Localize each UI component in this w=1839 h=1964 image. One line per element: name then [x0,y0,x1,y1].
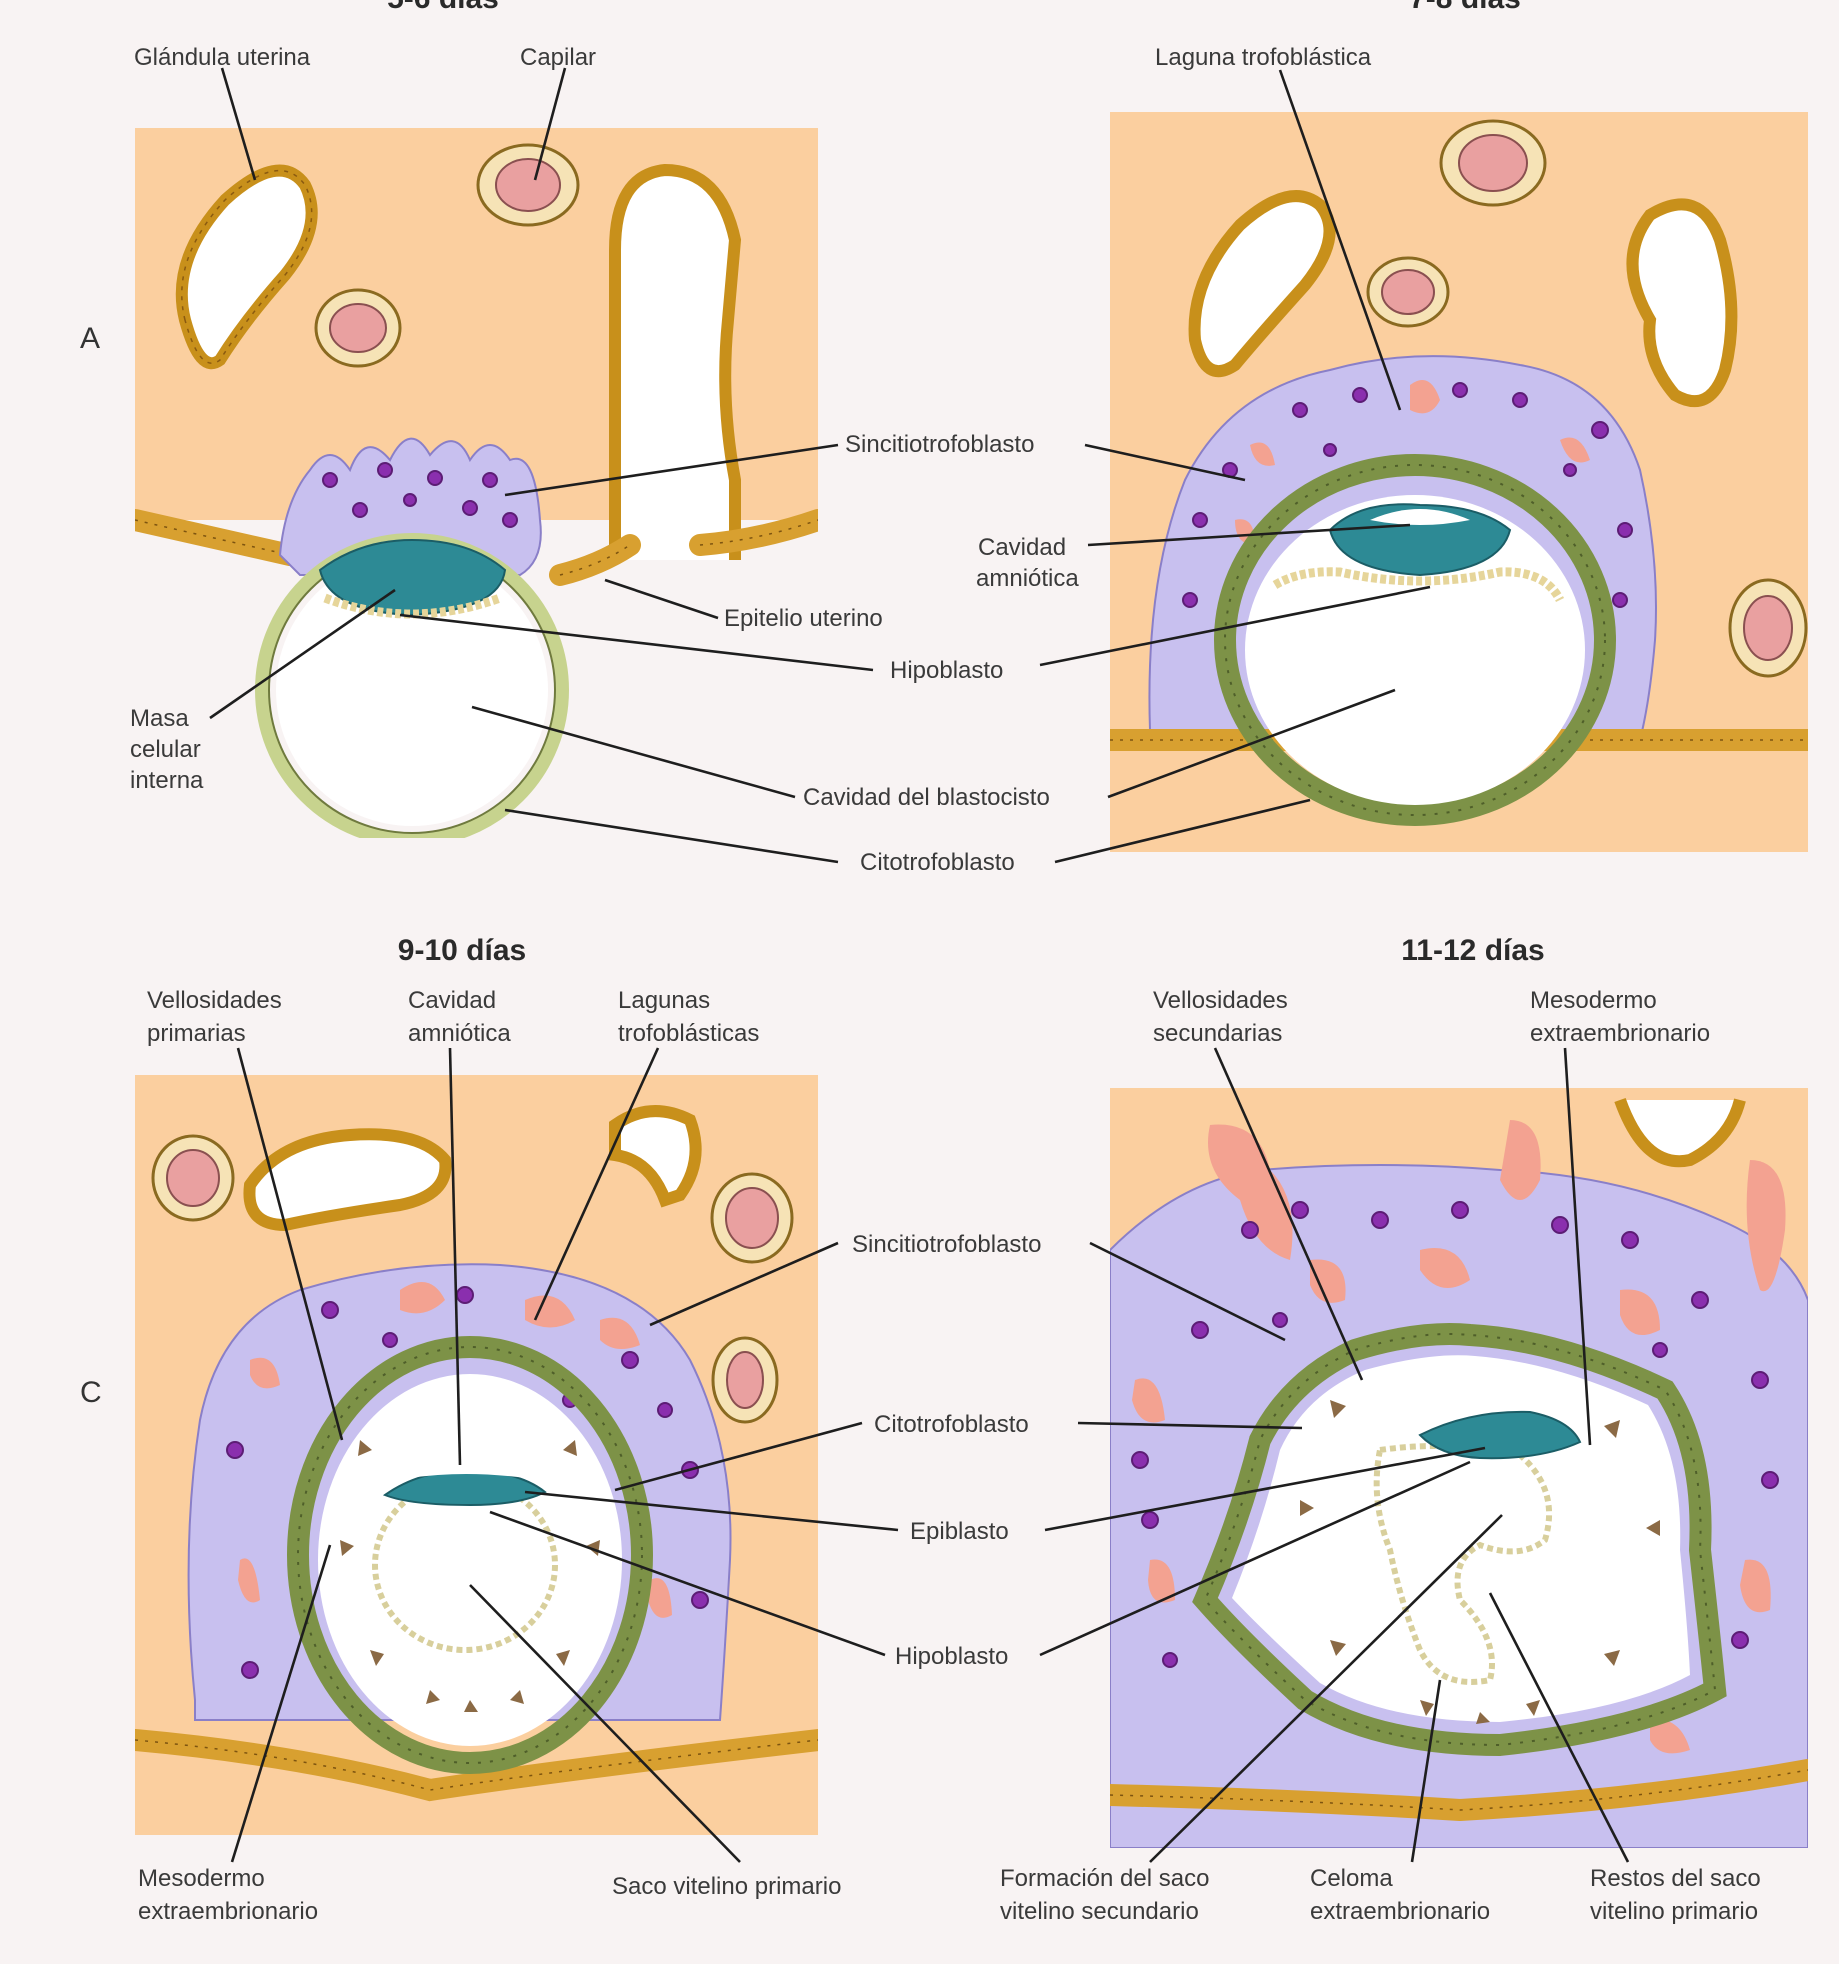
label-lagunas-2: trofoblásticas [618,1020,759,1047]
label-citotrofoblasto-bottom: Citotrofoblasto [874,1411,1029,1438]
label-restos-2: vitelino primario [1590,1898,1758,1925]
label-cavidad-amniotica-b-2: amniótica [976,565,1079,592]
label-saco-vitelino-primario: Saco vitelino primario [612,1873,841,1900]
label-epitelio-uterino: Epitelio uterino [724,605,883,632]
panel-a-letter: A [80,322,100,355]
label-lagunas-1: Lagunas [618,987,710,1014]
label-masa-1: Masa [130,705,189,732]
label-hipoblasto-top: Hipoblasto [890,657,1003,684]
panel-c-title: 9-10 días [398,934,526,967]
uterine-gland [615,170,735,560]
panel-a: 5-6 días A [80,0,818,840]
label-restos-1: Restos del saco [1590,1865,1761,1892]
label-capilar: Capilar [520,44,596,71]
panel-c-letter: C [80,1376,102,1409]
label-laguna-trofoblastica: Laguna trofoblástica [1155,44,1372,71]
label-celoma-1: Celoma [1310,1865,1393,1892]
panel-b: 7-8 días [1110,0,1808,852]
label-sincitiotrofoblasto-top: Sincitiotrofoblasto [845,431,1034,458]
label-celoma-2: extraembrionario [1310,1898,1490,1925]
label-glandula-uterina: Glándula uterina [134,44,311,71]
label-masa-2: celular [130,736,201,763]
label-hipoblasto-bottom: Hipoblasto [895,1643,1008,1670]
label-cavidad-amniotica-c-1: Cavidad [408,987,496,1014]
label-mesodermo-extra-d-1: Mesodermo [1530,987,1657,1014]
label-masa-3: interna [130,767,204,794]
label-formacion-2: vitelino secundario [1000,1898,1199,1925]
label-mesodermo-extra-c-1: Mesodermo [138,1865,265,1892]
panel-a-title: 5-6 días [387,0,499,15]
extraembryonic-space-c [318,1374,622,1746]
label-sincitiotrofoblasto-bottom: Sincitiotrofoblasto [852,1231,1041,1258]
label-formacion-1: Formación del saco [1000,1865,1209,1892]
label-cavidad-amniotica-b-1: Cavidad [978,534,1066,561]
label-epiblasto: Epiblasto [910,1518,1009,1545]
panel-d: 11-12 días [1110,934,1808,1848]
label-cavidad-amniotica-c-2: amniótica [408,1020,511,1047]
label-vellosidades-primarias-2: primarias [147,1020,246,1047]
label-vellosidades-secundarias-2: secundarias [1153,1020,1282,1047]
label-vellosidades-primarias-1: Vellosidades [147,987,282,1014]
label-mesodermo-extra-d-2: extraembrionario [1530,1020,1710,1047]
label-cavidad-blastocisto: Cavidad del blastocisto [803,784,1050,811]
panel-c: 9-10 días C [80,934,818,1835]
panel-d-title: 11-12 días [1401,934,1544,967]
label-mesodermo-extra-c-2: extraembrionario [138,1898,318,1925]
panel-b-title: 7-8 días [1409,0,1521,15]
label-citotrofoblasto-top: Citotrofoblasto [860,849,1015,876]
label-vellosidades-secundarias-1: Vellosidades [1153,987,1288,1014]
